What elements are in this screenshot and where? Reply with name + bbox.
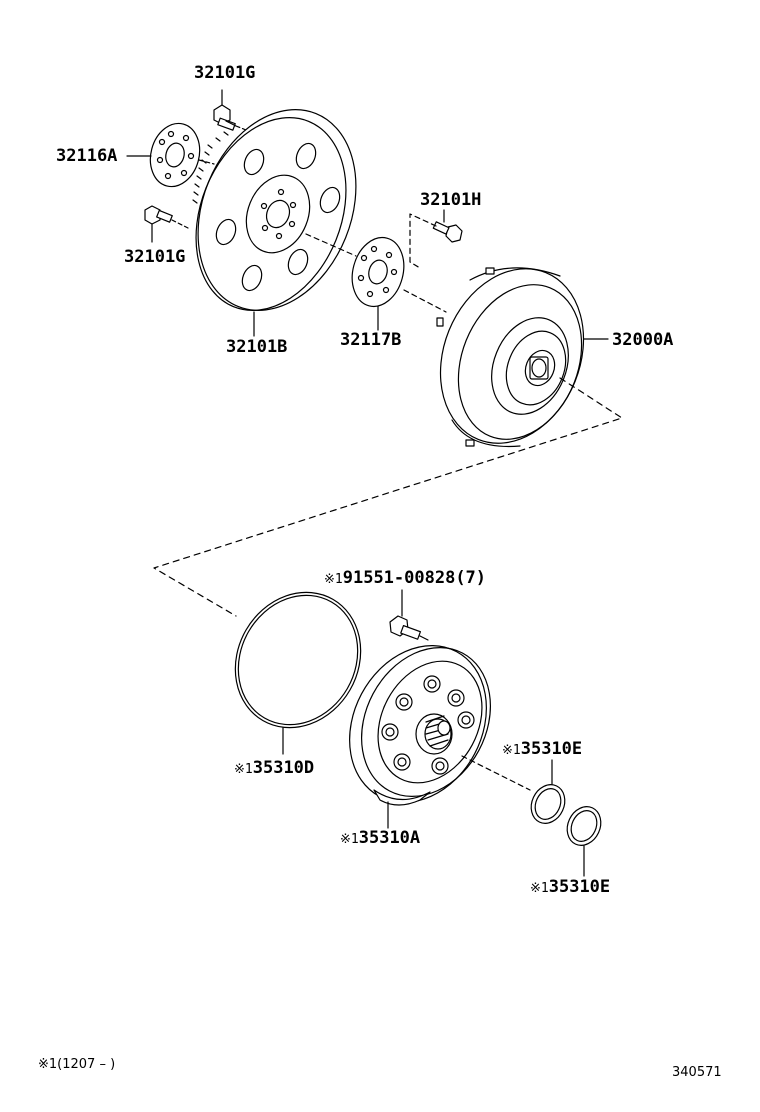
label-plate-rear: 32117B — [340, 330, 402, 350]
label-seal-ring-2: ※135310E — [530, 877, 611, 897]
bolt-converter-32101h — [409, 209, 463, 269]
label-bolt-upper: 32101G — [194, 63, 256, 83]
label-plate-front: 32116A — [56, 146, 118, 166]
label-torque-converter: 32000A — [612, 330, 674, 350]
label-bolt-lower: 32101G — [124, 247, 186, 267]
oil-pump-body-35310a — [349, 645, 531, 829]
seal-ring-2-35310e — [566, 806, 602, 877]
drive-plate-32101b — [192, 109, 357, 337]
diagram-number: 340571 — [672, 1065, 722, 1080]
seal-ring-1-35310e — [530, 759, 566, 824]
label-seal-ring-1: ※135310E — [502, 739, 583, 759]
torque-converter-32000a — [436, 267, 609, 448]
o-ring-35310d — [234, 591, 362, 755]
front-plate-32116a — [126, 122, 215, 188]
rear-plate-32117b — [351, 236, 447, 331]
assembly-guide-line — [153, 377, 623, 617]
bolt-upper-32101g — [213, 89, 247, 131]
bolt-lower-32101g — [144, 205, 189, 243]
label-o-ring: ※135310D — [234, 758, 315, 778]
label-bolt-converter: 32101H — [420, 190, 482, 210]
label-drive-plate: 32101B — [226, 337, 288, 357]
pump-bolt-91551-00828 — [389, 589, 429, 641]
label-pump-bolt: ※191551-00828(7) — [324, 568, 487, 588]
label-pump-body: ※135310A — [340, 828, 421, 848]
footnote: ※1(1207 – ) — [38, 1057, 116, 1072]
